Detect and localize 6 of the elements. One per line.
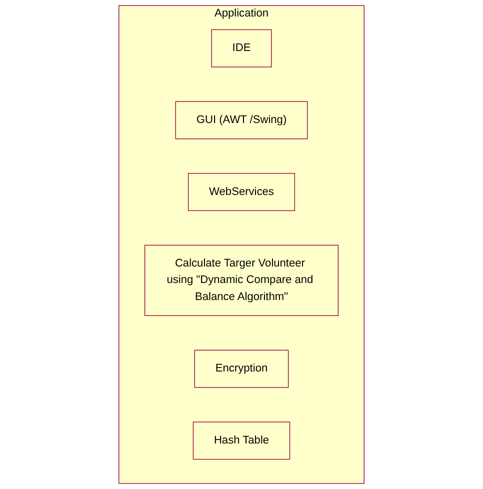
node-box: WebServices	[188, 173, 296, 211]
node-box: Calculate Targer Volunteer using "Dynamic Compare and Balance Algorithm"	[144, 244, 339, 316]
node-box: Encryption	[194, 350, 289, 388]
node-box: GUI (AWT /Swing)	[175, 101, 308, 140]
node-box: IDE	[211, 29, 272, 68]
node-box: Hash Table	[192, 422, 290, 460]
